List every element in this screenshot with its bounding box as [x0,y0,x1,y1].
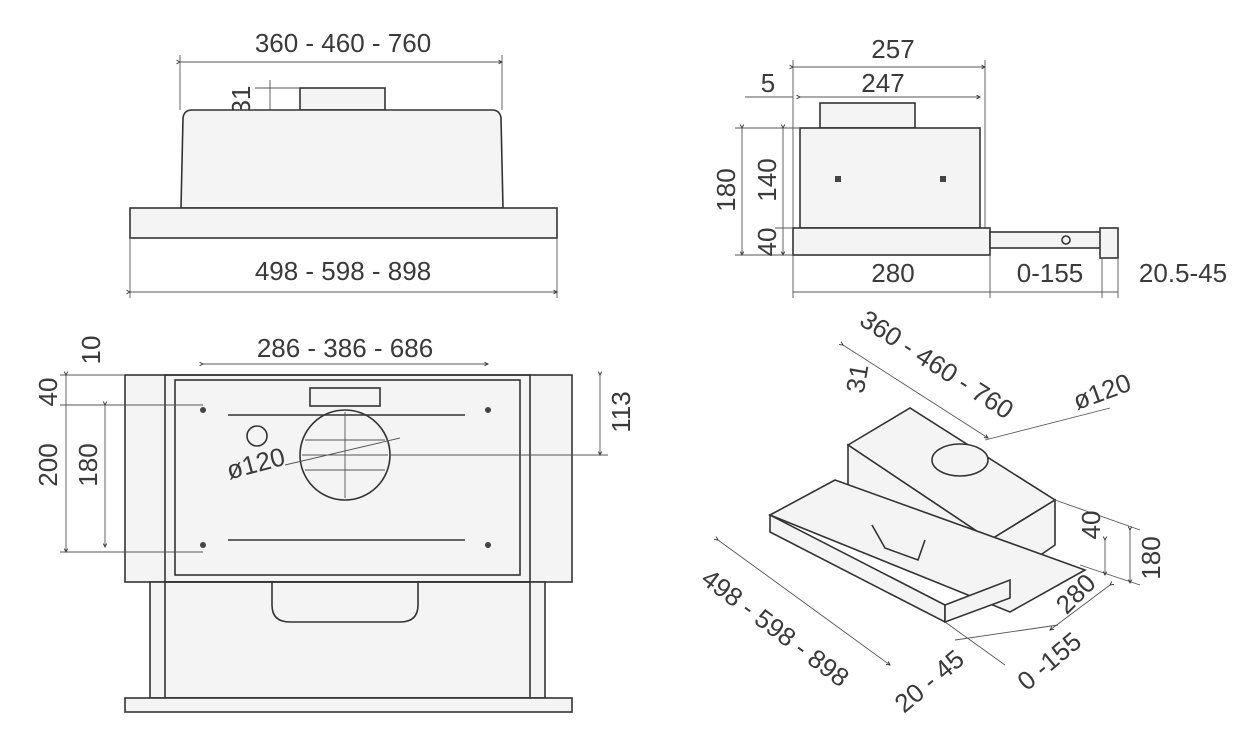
iso-top-width-label: 360 - 460 - 760 [855,304,1019,425]
bottom-edge-offset-label: 10 [76,336,106,365]
front-view: 360 - 460 - 760 31 498 - 598 - 898 [130,28,557,298]
side-extension-label: 0-155 [1017,258,1084,288]
iso-front-panel-label: 20 - 45 [889,644,970,719]
side-offset-label: 5 [761,68,775,98]
side-total-height-label: 180 [711,168,741,211]
iso-outlet-diameter-label: ø120 [1069,367,1135,415]
side-base-height-label: 40 [752,228,782,257]
bottom-overall-depth-label: 200 [33,443,63,486]
side-front-panel-label: 20.5-45 [1139,258,1227,288]
bottom-view: 286 - 386 - 686 10 40 200 180 113 ø120 [33,333,636,713]
isometric-view: 360 - 460 - 760 31 ø120 40 180 280 498 -… [696,304,1166,719]
iso-base-height-label: 40 [1076,511,1106,540]
side-depth-outer-label: 257 [871,34,914,64]
front-base-width-label: 498 - 598 - 898 [255,256,431,286]
side-depth-inner-label: 247 [861,68,904,98]
iso-extension-label: 0 -155 [1011,626,1087,696]
side-base-depth-label: 280 [871,258,914,288]
bottom-hole-depth-label: 180 [73,443,103,486]
front-top-width-label: 360 - 460 - 760 [255,28,431,58]
iso-top-box-height-label: 31 [840,362,875,396]
side-body-height-label: 140 [752,158,782,201]
iso-total-height-label: 180 [1136,536,1166,579]
bottom-outlet-offset-label: 113 [606,391,636,432]
bottom-front-offset-label: 40 [33,378,63,407]
side-view: 257 247 5 180 140 40 280 0-155 20.5-45 [711,34,1227,298]
bottom-hole-spacing-label: 286 - 386 - 686 [257,333,433,363]
